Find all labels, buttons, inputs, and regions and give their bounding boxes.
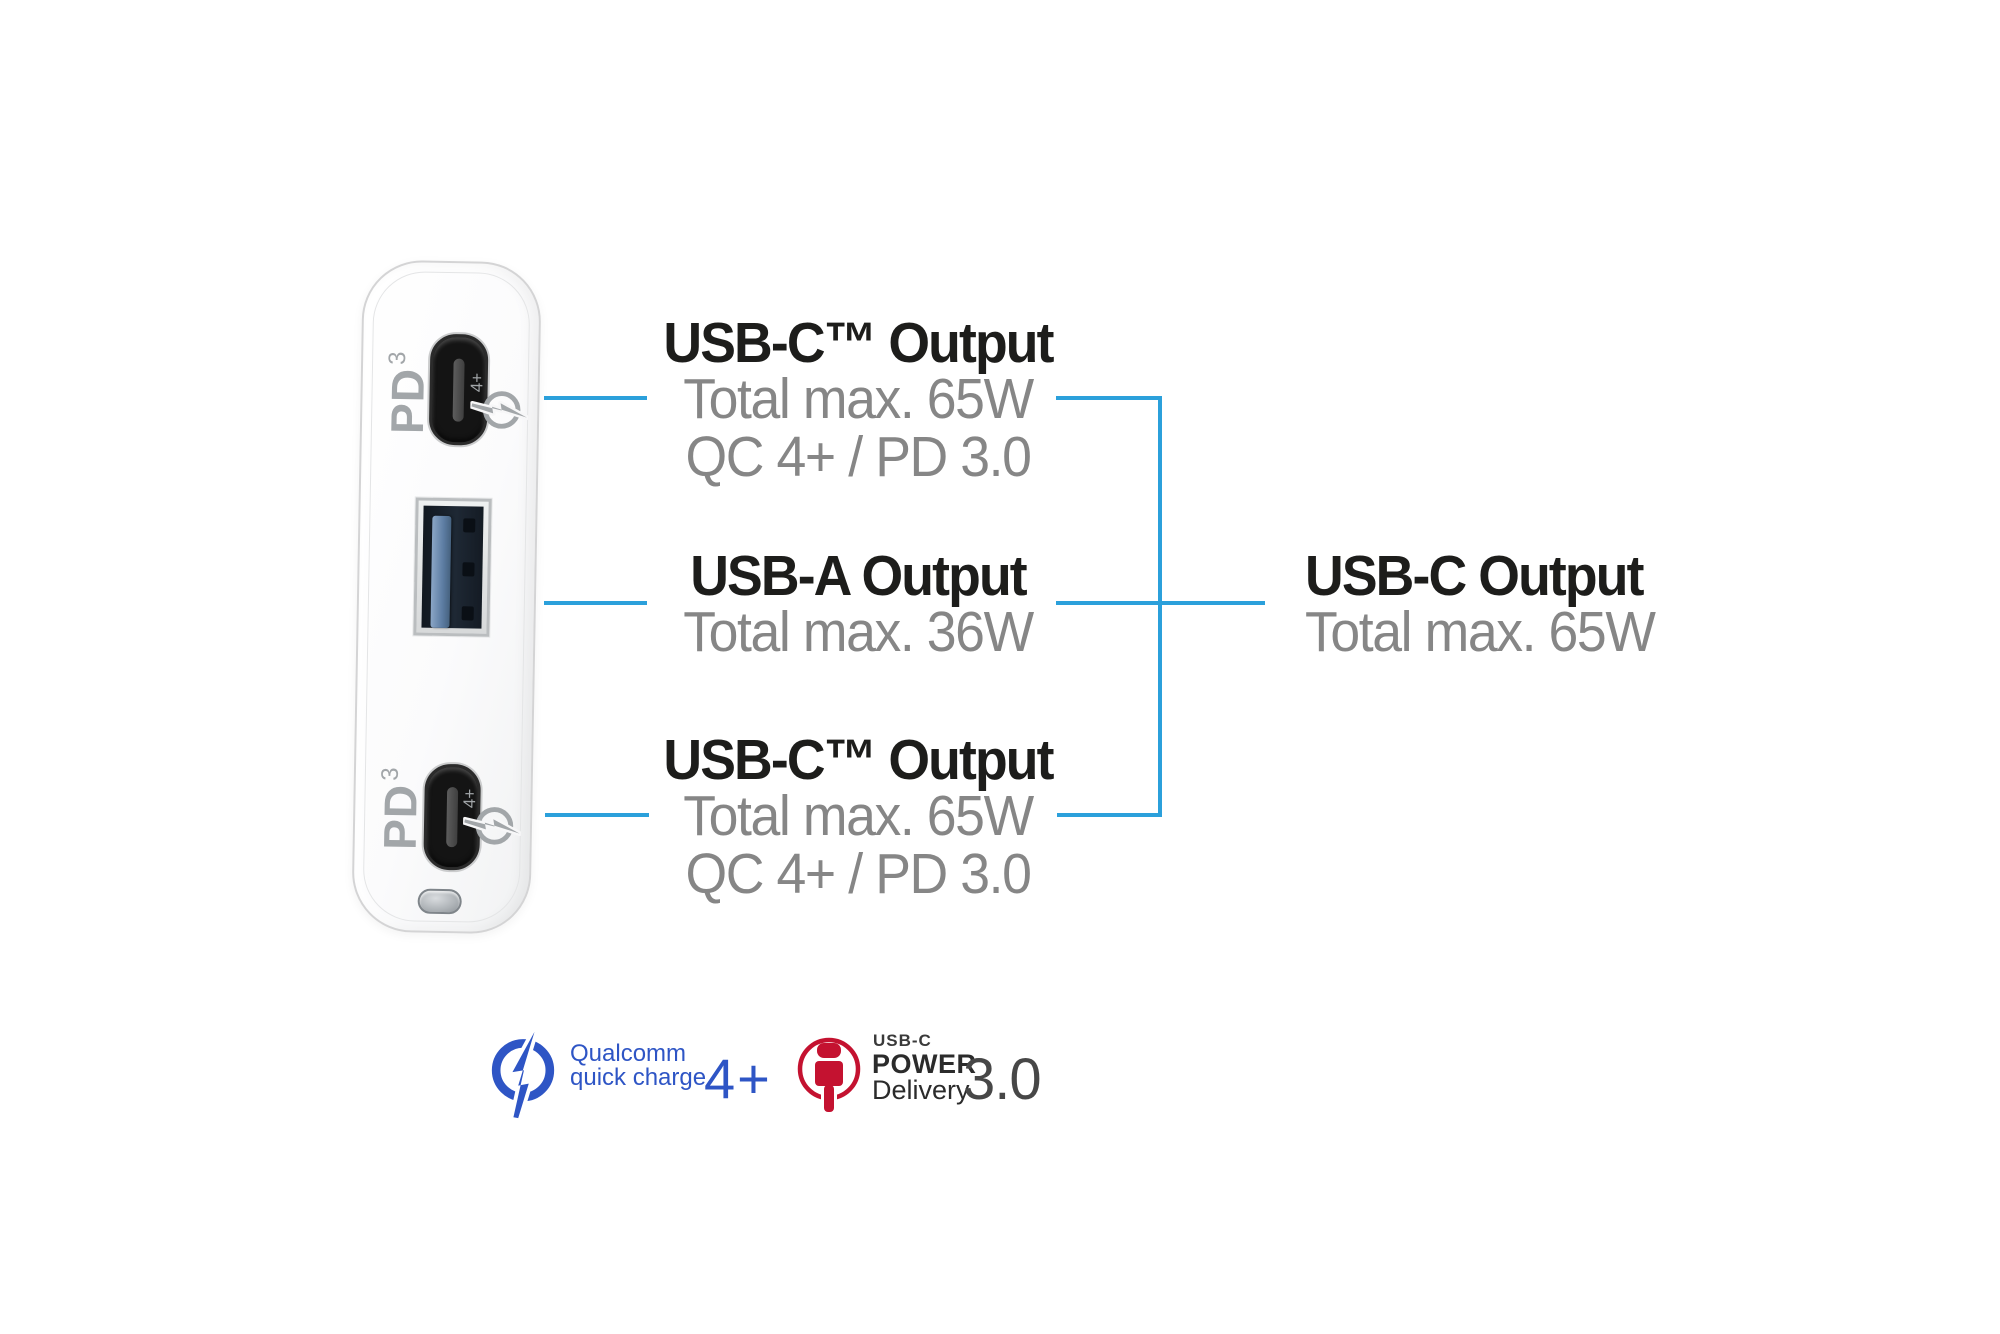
annotation-port2: USB-A Output Total max. 36W (576, 544, 1140, 664)
power-label: POWER (872, 1049, 977, 1079)
port2-spec: Total max. 36W (683, 600, 1034, 664)
usb-pd-logo: USB-C POWER Delivery 3.0 (795, 1022, 1115, 1118)
leader-line-port1-right (1056, 396, 1162, 400)
port1-protocols: QC 4+ / PD 3.0 (685, 425, 1031, 489)
pd-version: 3.0 (963, 1047, 1042, 1112)
port2-title: USB-A Output (690, 544, 1027, 608)
usb-a-tongue (430, 515, 452, 629)
quick-charge-version: 4+ (704, 1047, 772, 1110)
annotation-combined: USB-C Output Total max. 65W (1305, 544, 1719, 664)
leader-line-port3-right (1057, 813, 1162, 817)
quick-charge-text: quick charge (570, 1064, 707, 1091)
usb-c-plug-icon (797, 1037, 861, 1112)
port1-spec: Total max. 65W (683, 367, 1034, 431)
quick-charge-icon-top: 4+ (467, 373, 530, 439)
usb-a-pin (462, 562, 475, 577)
combined-title: USB-C Output (1305, 544, 1644, 608)
port3-title: USB-C™ Output (663, 728, 1054, 792)
port3-protocols: QC 4+ / PD 3.0 (685, 842, 1031, 906)
usb-a-cavity (421, 505, 484, 629)
quick-charge-icon-bottom: 4+ (460, 789, 523, 855)
port1-title: USB-C™ Output (663, 311, 1054, 375)
lightning-circle-icon (469, 391, 530, 429)
annotation-port3: USB-C™ Output Total max. 65W QC 4+ / PD … (576, 728, 1140, 906)
bracket-vertical-line (1158, 396, 1162, 817)
usb-a-port (413, 497, 492, 637)
usb-c-tongue (452, 358, 465, 422)
port3-spec: Total max. 65W (683, 784, 1034, 848)
usb-c-label: USB-C (873, 1031, 932, 1050)
annotation-port1: USB-C™ Output Total max. 65W QC 4+ / PD … (576, 311, 1140, 489)
usb-a-pin (463, 518, 476, 533)
qualcomm-quick-charge-logo: Qualcomm quick charge 4+ (486, 1028, 786, 1124)
quick-charge-bolt-icon (491, 1030, 555, 1122)
lightning-circle-icon (461, 807, 523, 845)
leader-line-port1-left (544, 396, 647, 400)
leader-line-port3-left (545, 813, 649, 817)
leader-line-port2-left (544, 601, 647, 605)
usb-c-tongue (446, 787, 459, 848)
delivery-label: Delivery (872, 1075, 970, 1105)
usb-a-pin (461, 606, 474, 621)
qualcomm-brand-text: Qualcomm (570, 1040, 687, 1067)
status-led (417, 888, 462, 915)
combined-spec: Total max. 65W (1305, 600, 1656, 664)
